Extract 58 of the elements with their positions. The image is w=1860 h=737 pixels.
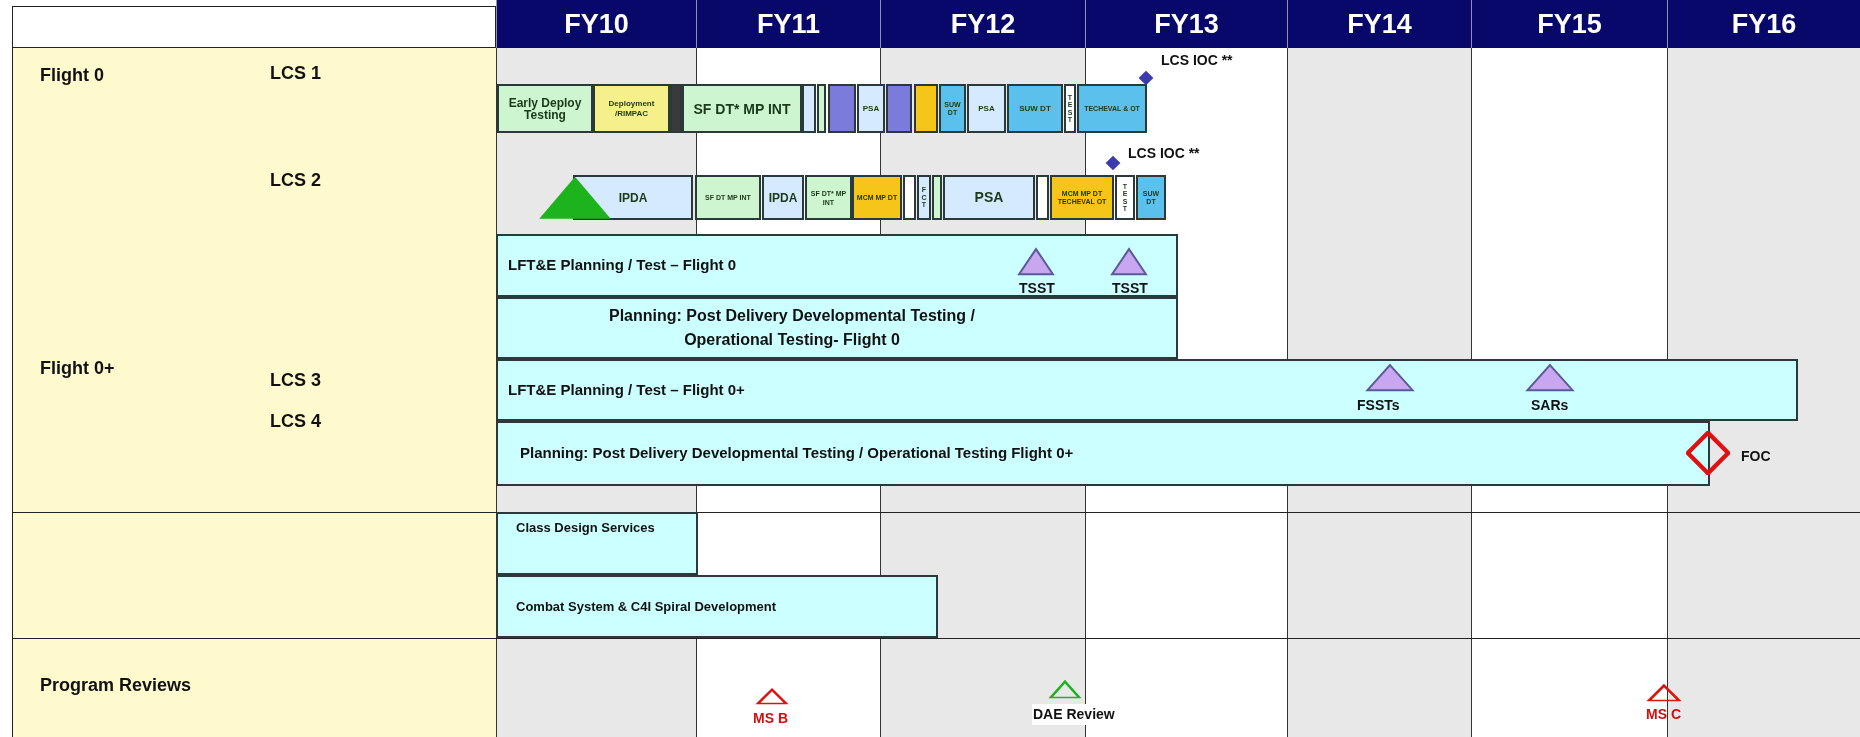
milestone-diamond [1686,431,1730,475]
milestone-label: FSSTs [1356,396,1401,415]
fiscal-year-header: FY13 [1085,0,1287,48]
schedule-bar: SUW DT [1007,84,1063,133]
schedule-bar: SF DT* MP INT [682,84,802,133]
milestone-triangle [1366,364,1414,391]
milestone-triangle [1526,364,1574,391]
fiscal-year-header: FY16 [1667,0,1860,48]
schedule-bar [802,84,816,133]
milestone-diamond [1105,155,1121,171]
schedule-bar: PSA [943,175,1035,220]
activity-band: LFT&E Planning / Test – Flight 0 TSST TSST [496,234,1178,297]
milestone-triangle [1018,248,1054,275]
schedule-bar: IPDA [762,175,804,220]
schedule-bar [914,84,938,133]
row-label: LCS 4 [270,410,321,433]
fiscal-year-header: FY11 [696,0,880,48]
activity-band: Planning: Post Delivery Developmental Testing / Operational Testing Flight 0+ [496,421,1710,486]
milestone-triangle [757,689,787,704]
activity-band: Class Design Services [496,512,698,575]
milestone-label: LCS IOC ** [1160,51,1234,70]
activity-band: Combat System & C4I Spiral Development [496,575,938,638]
milestone-label: TSST [1111,279,1149,298]
milestone-label: SARs [1530,396,1570,415]
activity-band: LFT&E Planning / Test – Flight 0+ FSSTs SARs [496,359,1798,421]
row-label: LCS 1 [270,62,321,85]
schedule-bar [670,84,682,133]
schedule-bar [903,175,916,220]
fiscal-year-header: FY15 [1471,0,1667,48]
milestone-label: FOC [1740,447,1772,466]
activity-band: Planning: Post Delivery Developmental Testing / Operational Testing- Flight 0 [496,297,1178,359]
schedule-bar [932,175,942,220]
milestone-triangle [1111,248,1147,275]
milestone-triangle [1648,685,1680,701]
schedule-bar: PSA [857,84,885,133]
row-label: Program Reviews [40,674,192,697]
schedule-bar [886,84,912,133]
milestone-label: TSST [1018,279,1056,298]
row-label: LCS 3 [270,369,321,392]
milestone-triangle [537,175,613,220]
fiscal-year-header: FY10 [496,0,696,48]
schedule-bar [828,84,856,133]
milestone-label: DAE Review [1032,704,1116,725]
fiscal-year-header: FY12 [880,0,1085,48]
milestone-diamond [1138,70,1154,86]
row-label: Flight 0+ [40,357,115,380]
milestone-triangle [1050,681,1080,698]
schedule-bar: Deployment /RIMPAC [593,84,670,133]
schedule-bar [1036,175,1049,220]
schedule-bar [817,84,826,133]
row-label: Flight 0 [40,64,104,87]
fiscal-year-header: FY14 [1287,0,1471,48]
milestone-label: MS C [1645,705,1682,724]
schedule-bar: PSA [967,84,1006,133]
row-label: LCS 2 [270,169,321,192]
schedule-bar: Early Deploy Testing [497,84,593,133]
milestone-label: MS B [752,709,789,728]
milestone-label: LCS IOC ** [1127,144,1201,163]
